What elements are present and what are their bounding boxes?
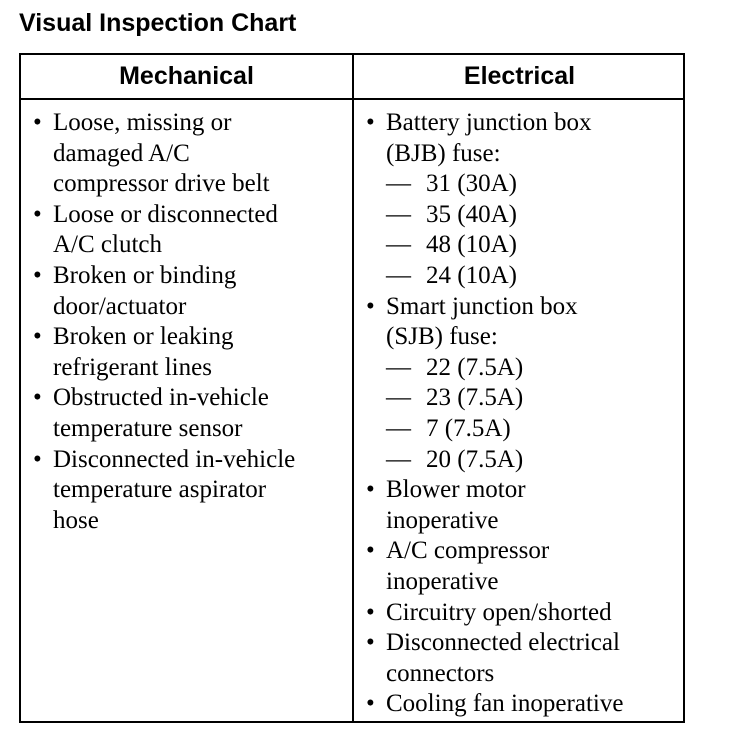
bullet-icon: • bbox=[366, 598, 375, 626]
electrical-item-connectors: • Disconnected electrical connectors bbox=[366, 628, 623, 689]
dash-icon: — bbox=[386, 170, 411, 198]
fuse-entry: — 48 (10A) bbox=[386, 230, 623, 261]
mechanical-item-drive-belt: • Loose, missing or damaged A/C compress… bbox=[33, 108, 295, 200]
fuse-value: 24 (10A) bbox=[426, 261, 517, 289]
item-line: compressor drive belt bbox=[53, 170, 270, 198]
dash-icon: — bbox=[386, 231, 411, 259]
mechanical-item-aspirator-hose: • Disconnected in-vehicle temperature as… bbox=[33, 445, 295, 537]
item-line: Obstructed in-vehicle bbox=[53, 384, 269, 412]
electrical-item-cooling-fan: • Cooling fan inoperative bbox=[366, 689, 623, 720]
mechanical-item-refrigerant-lines: • Broken or leaking refrigerant lines bbox=[33, 322, 295, 383]
bullet-icon: • bbox=[366, 690, 375, 718]
electrical-item-bjb-fuses: • Battery junction box (BJB) fuse: — 31 (… bbox=[366, 108, 623, 292]
fuse-entry: — 24 (10A) bbox=[386, 261, 623, 292]
fuse-value: 35 (40A) bbox=[426, 200, 517, 228]
mechanical-list: • Loose, missing or damaged A/C compress… bbox=[33, 108, 295, 536]
item-line: Loose or disconnected bbox=[53, 200, 278, 228]
item-line: Circuitry open/shorted bbox=[386, 598, 612, 626]
item-line: refrigerant lines bbox=[53, 353, 212, 381]
bullet-icon: • bbox=[366, 109, 375, 136]
item-line: A/C compressor bbox=[386, 537, 550, 565]
item-line: (BJB) fuse: bbox=[386, 139, 501, 167]
bullet-icon: • bbox=[33, 200, 42, 228]
item-line: A/C clutch bbox=[53, 231, 163, 259]
item-line: Smart junction box bbox=[386, 292, 578, 320]
bullet-icon: • bbox=[33, 261, 42, 289]
dash-icon: — bbox=[386, 445, 411, 473]
item-line: Broken or leaking bbox=[53, 323, 234, 351]
fuse-entry: — 31 (30A) bbox=[386, 169, 623, 200]
dash-icon: — bbox=[386, 414, 411, 442]
fuse-entry: — 23 (7.5A) bbox=[386, 383, 623, 414]
electrical-item-circuitry: • Circuitry open/shorted bbox=[366, 598, 623, 629]
electrical-item-ac-compressor: • A/C compressor inoperative bbox=[366, 536, 623, 597]
item-line: inoperative bbox=[386, 506, 499, 534]
item-line: Broken or binding bbox=[53, 261, 237, 289]
fuse-entry: — 20 (7.5A) bbox=[386, 445, 623, 476]
item-line: hose bbox=[53, 506, 99, 534]
bullet-icon: • bbox=[33, 109, 42, 136]
bullet-icon: • bbox=[366, 292, 375, 320]
bullet-icon: • bbox=[33, 384, 42, 412]
mechanical-item-temperature-sensor: • Obstructed in-vehicle temperature sens… bbox=[33, 383, 295, 444]
item-line: temperature aspirator bbox=[53, 476, 267, 504]
fuse-value: 7 (7.5A) bbox=[426, 414, 511, 442]
inspection-table: Mechanical Electrical • Loose, missing o… bbox=[19, 53, 685, 723]
bullet-icon: • bbox=[33, 445, 42, 473]
mechanical-item-clutch: • Loose or disconnected A/C clutch bbox=[33, 200, 295, 261]
dash-icon: — bbox=[386, 353, 411, 381]
item-line: (SJB) fuse: bbox=[386, 323, 498, 351]
item-line: Cooling fan inoperative bbox=[386, 690, 624, 718]
bullet-icon: • bbox=[366, 629, 375, 657]
mechanical-item-door-actuator: • Broken or binding door/actuator bbox=[33, 261, 295, 322]
fuse-entry: — 35 (40A) bbox=[386, 200, 623, 231]
fuse-entry: — 22 (7.5A) bbox=[386, 353, 623, 384]
bullet-icon: • bbox=[366, 476, 375, 504]
fuse-value: 20 (7.5A) bbox=[426, 445, 524, 473]
electrical-item-blower-motor: • Blower motor inoperative bbox=[366, 475, 623, 536]
item-line: connectors bbox=[386, 659, 495, 687]
dash-icon: — bbox=[386, 261, 411, 289]
item-line: door/actuator bbox=[53, 292, 187, 320]
bullet-icon: • bbox=[366, 537, 375, 565]
mechanical-header: Mechanical bbox=[119, 62, 254, 90]
item-line: Blower motor bbox=[386, 476, 526, 504]
fuse-value: 23 (7.5A) bbox=[426, 384, 524, 412]
fuse-value: 22 (7.5A) bbox=[426, 353, 524, 381]
item-line: inoperative bbox=[386, 567, 499, 595]
header-divider bbox=[21, 98, 683, 100]
item-line: Loose, missing or bbox=[53, 109, 232, 136]
fuse-value: 31 (30A) bbox=[426, 170, 517, 198]
item-line: Battery junction box bbox=[386, 109, 592, 136]
item-line: Disconnected electrical bbox=[386, 629, 620, 657]
dash-icon: — bbox=[386, 200, 411, 228]
bullet-icon: • bbox=[33, 323, 42, 351]
item-line: Disconnected in-vehicle bbox=[53, 445, 296, 473]
column-divider bbox=[352, 55, 354, 721]
fuse-value: 48 (10A) bbox=[426, 231, 517, 259]
item-line: temperature sensor bbox=[53, 414, 243, 442]
electrical-header: Electrical bbox=[463, 62, 576, 90]
electrical-item-sjb-fuses: • Smart junction box (SJB) fuse: — 22 (7.… bbox=[366, 292, 623, 476]
chart-title: Visual Inspection Chart bbox=[19, 9, 297, 37]
item-line: damaged A/C bbox=[53, 139, 190, 167]
dash-icon: — bbox=[386, 384, 411, 412]
fuse-entry: — 7 (7.5A) bbox=[386, 414, 623, 445]
electrical-list: • Battery junction box (BJB) fuse: — 31 (… bbox=[366, 108, 623, 720]
